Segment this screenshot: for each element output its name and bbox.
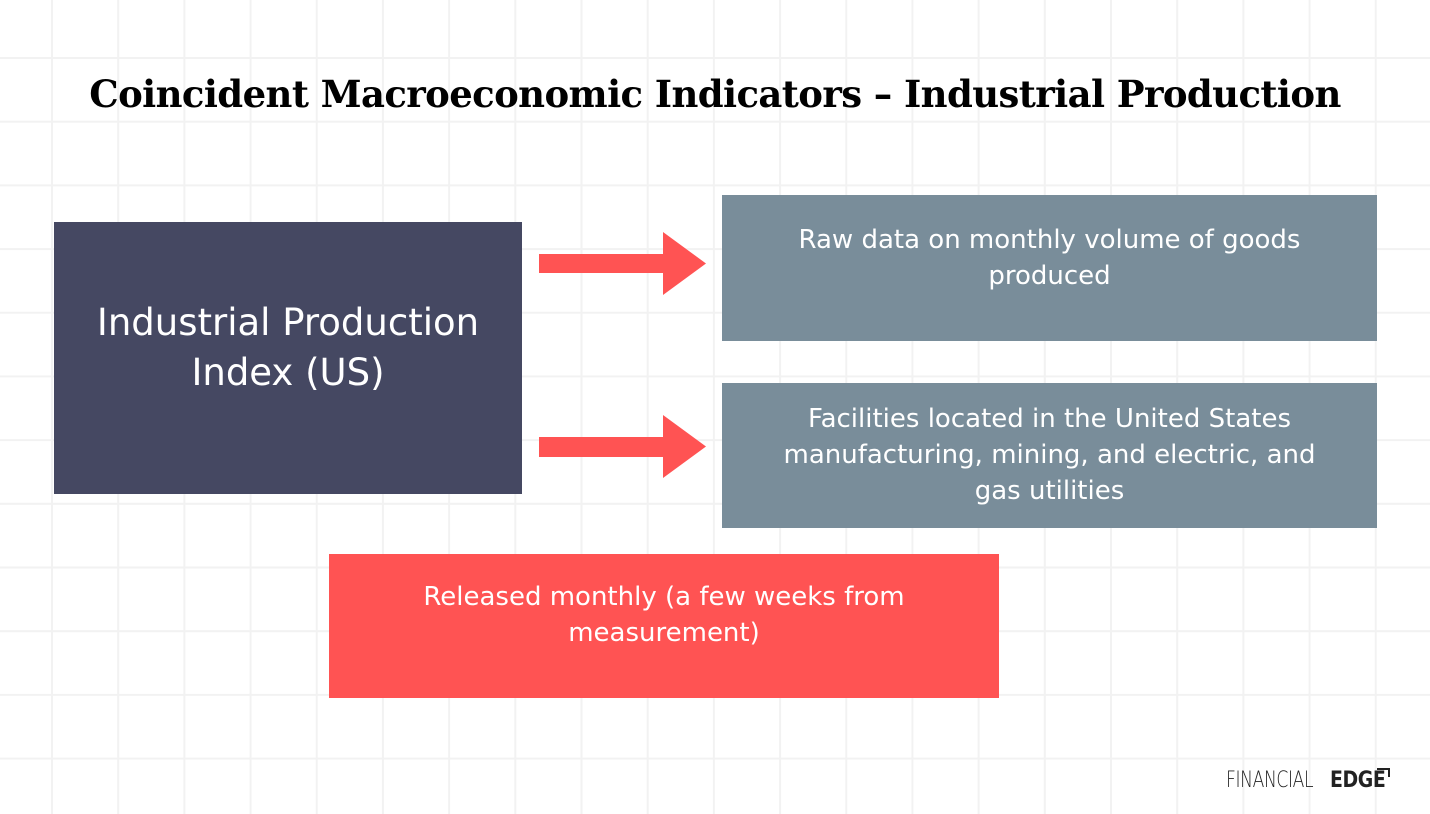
main-box-line-2: Index (US) <box>191 351 385 394</box>
raw-data-line-1: Raw data on monthly volume of goods <box>798 225 1301 255</box>
arrow-right-icon <box>539 415 706 478</box>
release-schedule-box: Released monthly (a few weeks from measu… <box>329 554 999 698</box>
release-text: Released monthly (a few weeks from measu… <box>423 579 904 651</box>
raw-data-line-2: produced <box>988 261 1111 291</box>
industrial-production-index-box: Industrial Production Index (US) <box>54 222 522 494</box>
facilities-line-3: gas utilities <box>974 475 1125 506</box>
main-box-text: Industrial Production Index (US) <box>97 298 479 398</box>
facilities-line-2: manufacturing, mining, and electric, and <box>783 439 1316 470</box>
release-line-1: Released monthly (a few weeks from <box>423 582 905 612</box>
arrow-right-icon <box>539 232 706 295</box>
facilities-text: Facilities located in the United States … <box>784 401 1316 509</box>
corner-bracket-icon <box>1377 768 1390 777</box>
page-title: Coincident Macroeconomic Indicators – In… <box>89 72 1341 116</box>
raw-data-text: Raw data on monthly volume of goods prod… <box>799 222 1301 294</box>
raw-data-box: Raw data on monthly volume of goods prod… <box>722 195 1377 341</box>
facilities-box: Facilities located in the United States … <box>722 383 1377 528</box>
main-box-line-1: Industrial Production <box>96 301 480 344</box>
release-line-2: measurement) <box>568 618 760 648</box>
logo-text-edge: EDGE <box>1330 768 1386 793</box>
financial-edge-logo: FINANCIAL EDGE <box>1226 766 1396 794</box>
facilities-line-1: Facilities located in the United States <box>808 403 1291 434</box>
logo-text-financial: FINANCIAL <box>1226 768 1314 793</box>
